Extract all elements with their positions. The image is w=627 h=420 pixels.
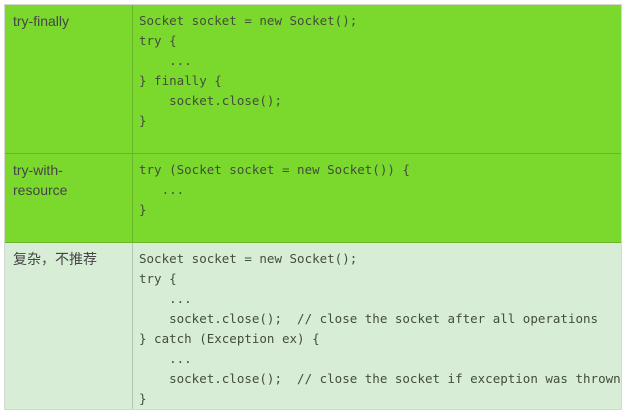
table-cell-label-complex-not-recommended[interactable]: 复杂，不推荐 (5, 243, 133, 409)
row-label: try-finally (13, 13, 70, 29)
code-snippet: Socket socket = new Socket(); try { ... … (139, 13, 358, 128)
code-snippet: try (Socket socket = new Socket()) { ...… (139, 162, 410, 217)
code-snippet: Socket socket = new Socket(); try { ... … (139, 251, 621, 406)
row-label: 复杂，不推荐 (13, 251, 97, 267)
table-cell-code-try-finally[interactable]: Socket socket = new Socket(); try { ... … (133, 5, 621, 154)
row-label: try-with-resource (13, 162, 68, 198)
code-comparison-table: try-finally Socket socket = new Socket()… (4, 4, 622, 410)
table-cell-code-try-with-resource[interactable]: try (Socket socket = new Socket()) { ...… (133, 154, 621, 243)
table-cell-label-try-finally[interactable]: try-finally (5, 5, 133, 154)
table-cell-code-complex-not-recommended[interactable]: Socket socket = new Socket(); try { ... … (133, 243, 621, 409)
table-cell-label-try-with-resource[interactable]: try-with-resource (5, 154, 133, 243)
